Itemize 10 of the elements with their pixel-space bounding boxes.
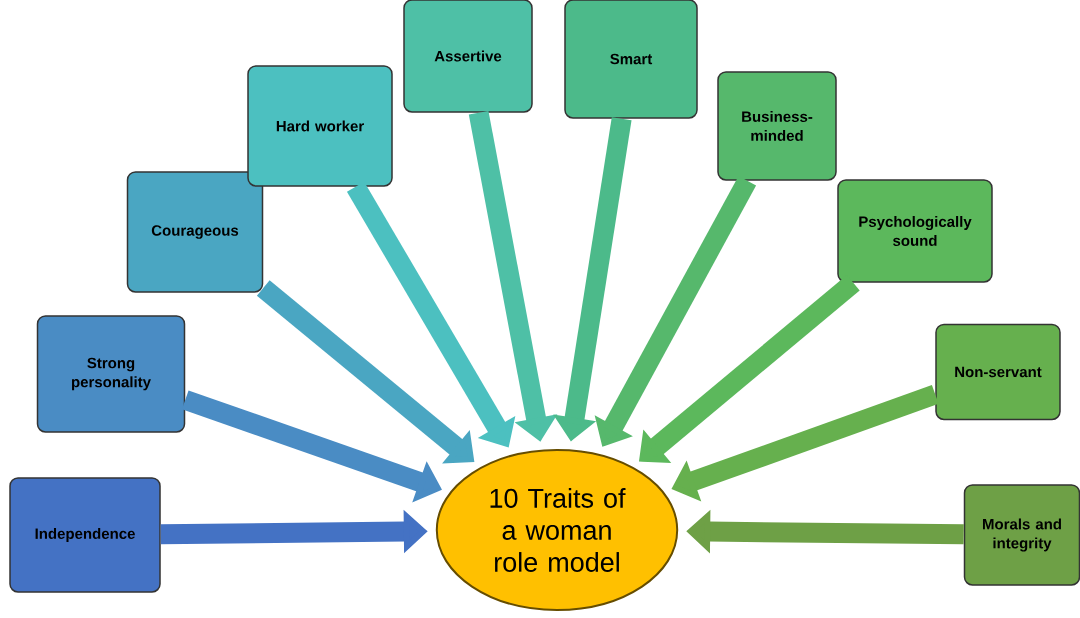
trait-box: Non-servant — [935, 323, 1061, 421]
trait-box: Morals and integrity — [963, 484, 1080, 586]
trait-box: Psychologically sound — [837, 179, 993, 283]
trait-box: Smart — [564, 0, 698, 119]
trait-box: Assertive — [403, 0, 533, 113]
trait-box: Business-minded — [717, 71, 837, 181]
trait-box: Courageous — [126, 171, 264, 293]
trait-box: Hard worker — [247, 65, 393, 187]
trait-box: Strong personality — [36, 315, 186, 433]
trait-box: Independence — [9, 477, 161, 593]
